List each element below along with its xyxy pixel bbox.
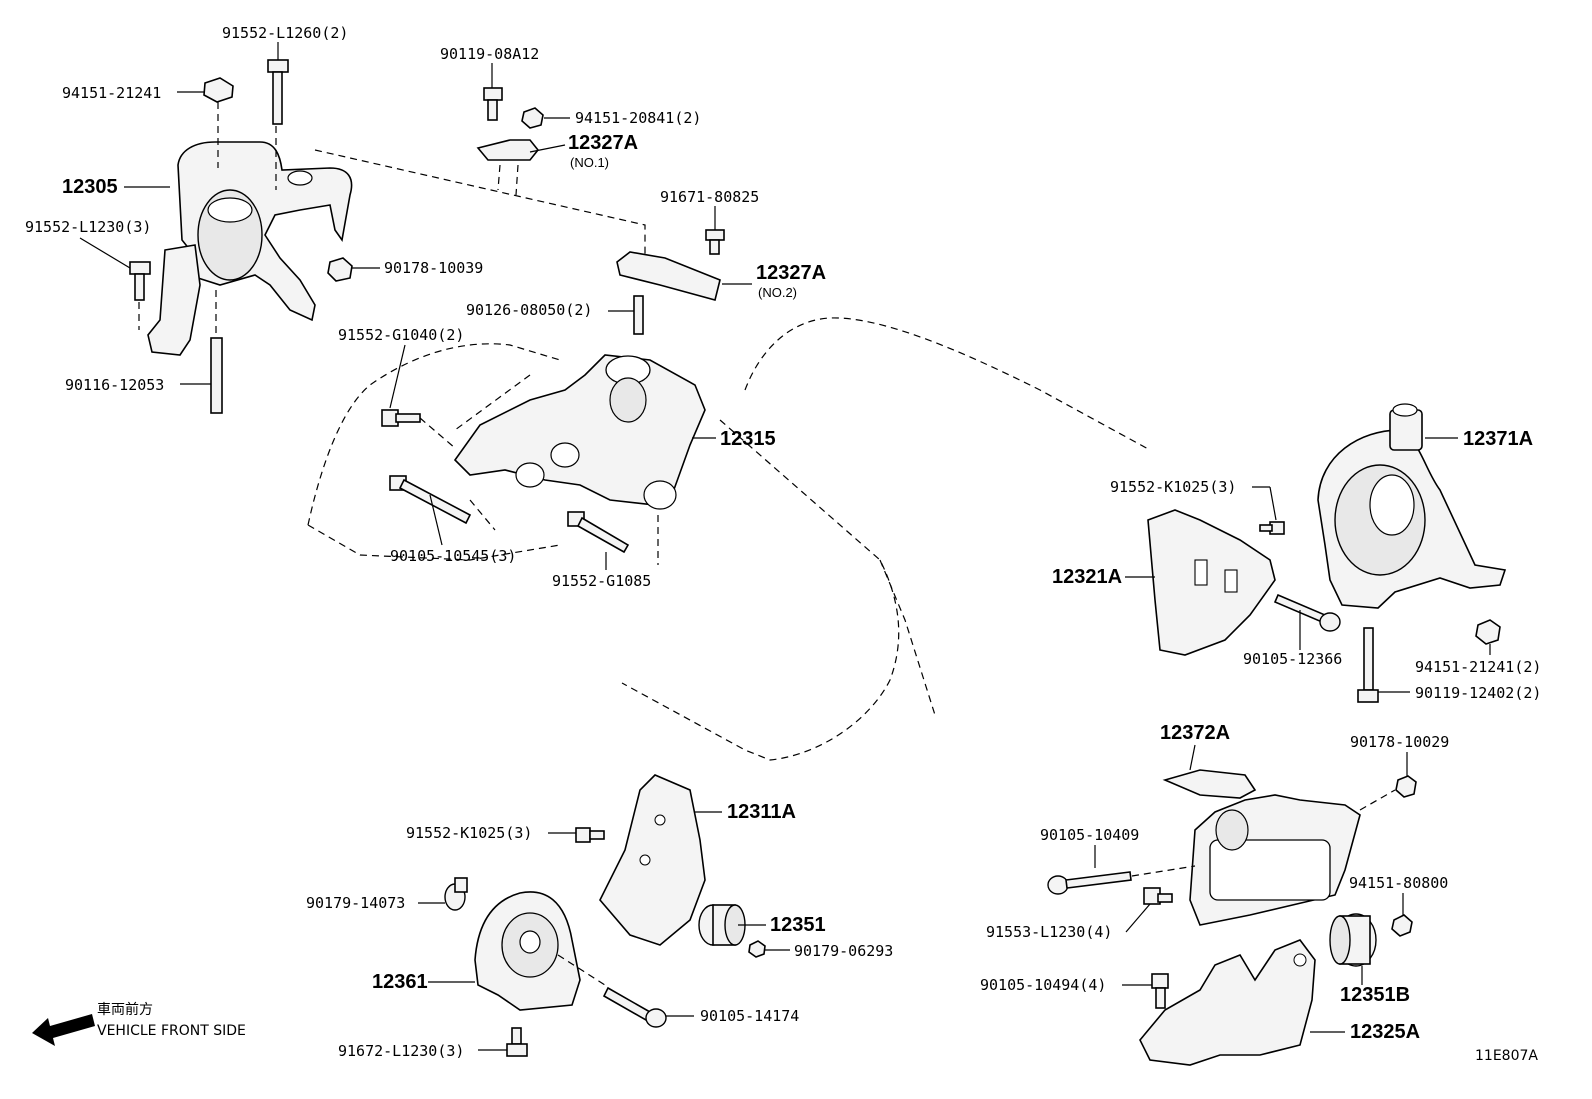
label-91552-G1085: 91552-G1085 [552,572,652,590]
engine-outline-lower [879,559,936,716]
bolt-90105-10409 [1047,871,1132,895]
nut-94151-21241-2 [1475,619,1501,645]
label-12351: 12351 [770,914,826,936]
stud-90116-12053 [210,337,223,414]
bracket-12311A [599,774,706,946]
diagram-code: 11E807A [1475,1048,1538,1064]
engine-mount-12305 [147,141,353,356]
direction-jp: 車両前方 [97,1002,153,1018]
bolt-90119-12402 [1357,627,1379,703]
bolt-91552-K1025-lower [575,827,605,843]
bracket-12315 [453,354,706,510]
engine-outline [307,343,900,761]
bolt-90119-08A12 [483,87,503,121]
label-91552-L1260: 91552-L1260(2) [222,24,349,42]
label-90179-14073: 90179-14073 [306,894,406,912]
label-94151-21241-2: 94151-21241(2) [1415,658,1542,676]
stud-90126-08050 [633,295,644,335]
bolt-91552-G1040 [381,409,421,427]
bracket-12327A-no2 [616,251,721,301]
label-90105-10409: 90105-10409 [1040,826,1140,844]
label-12371A: 12371A [1463,428,1534,450]
label-12325A: 12325A [1350,1021,1421,1043]
bush-12351 [698,904,746,946]
bolt-90105-10545 [389,475,472,525]
label-94151-21241: 94151-21241 [62,84,162,102]
bolt-91552-G1085 [567,511,630,554]
label-91672-L1230: 91672-L1230(3) [338,1042,465,1060]
nut-90178-10029 [1395,775,1417,798]
label-no1: (NO.1) [570,155,609,170]
bracket-12327A-no1 [476,139,540,161]
mount-12361 [474,891,581,1011]
engine-outline-right [744,317,1151,451]
nut-90179-14073 [444,877,468,911]
mount-12372A [1162,769,1361,926]
bolt-90105-12366 [1273,593,1341,632]
label-12311A: 12311A [727,801,796,823]
label-12305: 12305 [62,176,118,198]
label-91552-G1040: 91552-G1040(2) [338,326,465,344]
label-12327A-no1: 12327A [568,132,639,154]
label-12361: 12361 [372,971,428,993]
label-90119-08A12: 90119-08A12 [440,45,540,63]
bolt-91552-L1230 [129,261,151,301]
label-90119-12402: 90119-12402(2) [1415,684,1542,702]
label-12351B: 12351B [1340,984,1411,1006]
nut-90178-10039 [327,257,353,282]
label-12372A: 12372A [1160,722,1231,744]
nut-94151-80800 [1391,914,1413,937]
engine-mount-link [314,149,646,255]
label-91671-80825: 91671-80825 [660,188,760,206]
label-94151-80800: 94151-80800 [1349,874,1449,892]
label-90105-10545: 90105-10545(3) [390,547,517,565]
label-91553-L1230: 91553-L1230(4) [986,923,1113,941]
leader-lines [79,42,1491,1051]
label-90116-12053: 90116-12053 [65,376,165,394]
label-no2: (NO.2) [758,285,797,300]
bracket-link [497,164,519,196]
bracket-12325A [1139,939,1316,1066]
label-12327A-no2: 12327A [756,262,827,284]
bolt-91552-L1260 [267,59,289,125]
direction-en: VEHICLE FRONT SIDE [97,1023,246,1039]
label-90178-10029: 90178-10029 [1350,733,1450,751]
mount-12371A [1317,403,1507,609]
bolt-90105-14174 [602,986,667,1028]
nut-94151-21241 [203,77,234,103]
nut-90179-06293 [748,940,766,958]
bolt-91671-80825 [705,229,725,255]
label-90105-12366: 90105-12366 [1243,650,1343,668]
label-94151-20841: 94151-20841(2) [575,109,702,127]
bolt-91553-L1230 [1143,887,1173,905]
label-12315: 12315 [720,428,776,450]
label-90105-10494: 90105-10494(4) [980,976,1107,994]
label-90105-14174: 90105-14174 [700,1007,800,1025]
label-91552-K1025-lower: 91552-K1025(3) [406,824,533,842]
bolt-91552-K1025-upper [1259,521,1285,535]
label-90178-10039: 90178-10039 [384,259,484,277]
bolt-91672-L1230 [506,1027,528,1057]
label-91552-K1025-upper: 91552-K1025(3) [1110,478,1237,496]
label-91552-L1230: 91552-L1230(3) [25,218,152,236]
label-90179-06293: 90179-06293 [794,942,894,960]
label-90126-08050: 90126-08050(2) [466,301,593,319]
bracket-12321A [1147,509,1276,656]
bush-12351B [1329,913,1377,967]
label-12321A: 12321A [1052,566,1123,588]
vehicle-front-arrow-icon [32,1014,95,1046]
nut-94151-20841 [521,107,544,129]
bolt-90105-10494 [1151,973,1169,1009]
